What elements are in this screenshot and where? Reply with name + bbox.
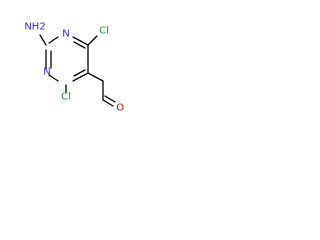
atom-labels: NH2 N N Cl Cl O bbox=[24, 22, 124, 114]
chlorine-top-label: Cl bbox=[99, 26, 109, 37]
ring-nitrogen-bottom-label: N bbox=[43, 67, 50, 78]
substituent-bonds bbox=[39, 34, 116, 107]
bond-c4-cl bbox=[87, 35, 98, 46]
bond-c5-c6-inner bbox=[73, 69, 86, 77]
bond-c6-n1 bbox=[48, 74, 59, 82]
ring-bonds bbox=[45, 36, 89, 82]
chlorine-bottom-label: Cl bbox=[61, 92, 71, 103]
bond-cho-o bbox=[102, 99, 114, 107]
bond-c5-c6 bbox=[72, 72, 89, 82]
bond-cho-o-double bbox=[104, 95, 116, 103]
bond-n3-c4-inner bbox=[73, 41, 86, 49]
chemical-structure-diagram: NH2 N N Cl Cl O bbox=[24, 22, 124, 114]
aldehyde-oxygen-label: O bbox=[116, 103, 124, 114]
ring-nitrogen-top-label: N bbox=[62, 29, 69, 40]
bond-c2-amine bbox=[39, 34, 47, 46]
bond-c2-n3 bbox=[48, 36, 59, 44]
amine-label: NH2 bbox=[24, 22, 45, 33]
bond-n3-c4 bbox=[72, 36, 89, 46]
bond-c5-ch2 bbox=[87, 72, 104, 82]
